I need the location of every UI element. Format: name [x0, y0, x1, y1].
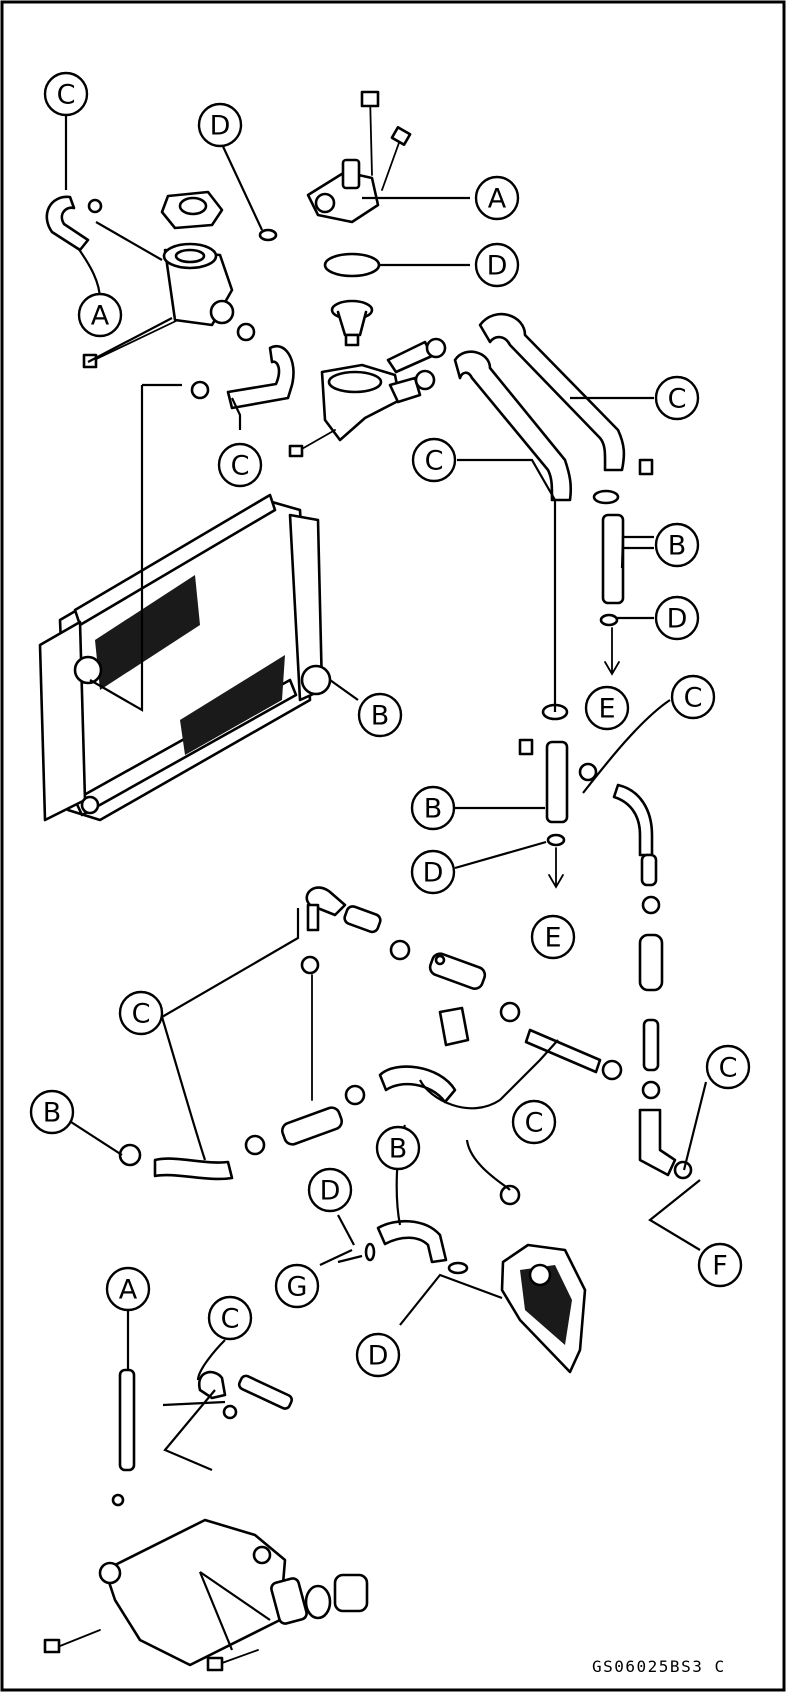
thermostat-hose-clamp-2: [414, 369, 436, 391]
pipe-middle: [518, 703, 598, 889]
hose-lower-left: [153, 1157, 234, 1181]
reference-code: GS06025BS3 C: [592, 1657, 726, 1676]
clamp-lower-left: [118, 1143, 142, 1167]
parts: [38, 90, 693, 1672]
callout-circle: A: [105, 1266, 151, 1312]
callout-label: B: [371, 701, 390, 732]
hose-upper-left: [45, 195, 90, 252]
callout-label: D: [320, 1176, 341, 1207]
callout-label: D: [423, 858, 444, 889]
callout-label: G: [287, 1272, 308, 1303]
callout-label: B: [43, 1098, 62, 1129]
callout-circle: D: [654, 595, 700, 641]
callouts: C D A D A C C C B D B E C B D E C B C C …: [29, 71, 751, 1378]
callout-label: C: [525, 1108, 544, 1139]
callout-label: C: [231, 451, 250, 482]
callout-circle: D: [474, 242, 520, 288]
pipe-upper-right: [592, 458, 654, 676]
callout-label: D: [667, 604, 688, 635]
radiator-cap: [160, 190, 224, 230]
callout-circle: F: [697, 1242, 743, 1288]
callout-circle: D: [355, 1332, 401, 1378]
callout-circle: D: [410, 849, 456, 895]
bent-pipe-lower: [376, 1219, 448, 1264]
callout-circle: B: [375, 1125, 421, 1171]
callout-label: C: [221, 1304, 240, 1335]
radiator: [38, 493, 332, 822]
filler-neck: [162, 242, 235, 327]
thermostat: [330, 299, 374, 347]
o-ring-g: [364, 1242, 376, 1262]
callout-label: D: [210, 111, 231, 142]
callout-circle: D: [197, 102, 243, 148]
callout-circle: C: [118, 990, 164, 1036]
callout-label: E: [544, 923, 561, 954]
callout-label: C: [425, 446, 444, 477]
callout-circle: B: [357, 692, 403, 738]
callout-label: D: [368, 1341, 389, 1372]
callout-label: C: [668, 384, 687, 415]
callout-circle: B: [410, 785, 456, 831]
small-clamp-filler: [236, 322, 256, 342]
thermostat-housing-cover: [306, 90, 412, 224]
hose-assembly-middle: [244, 886, 623, 1206]
callout-label: C: [719, 1053, 738, 1084]
callout-label: A: [91, 301, 110, 332]
leader-lines: [64, 115, 708, 1651]
callout-label: C: [132, 999, 151, 1030]
callout-circle: C: [670, 674, 716, 720]
callout-label: B: [389, 1134, 408, 1165]
hose-filler-outlet: [226, 345, 295, 410]
o-ring-top: [258, 228, 278, 242]
large-o-ring: [323, 252, 381, 278]
hose-chain-right: [612, 783, 693, 1180]
callout-label: F: [712, 1251, 728, 1282]
bolt-filler-left: [89, 319, 179, 363]
callout-label: D: [487, 251, 508, 282]
callout-circle: B: [29, 1089, 75, 1135]
o-ring-lower: [447, 1261, 469, 1275]
callout-circle: C: [511, 1099, 557, 1145]
callout-circle: C: [654, 375, 700, 421]
callout-circle: C: [217, 442, 263, 488]
callout-label: C: [57, 80, 76, 111]
thermostat-housing: [288, 340, 434, 458]
callout-circle: C: [43, 71, 89, 117]
callout-label: C: [684, 683, 703, 714]
hose-long-left: [453, 350, 573, 502]
hose-long-right: [478, 312, 626, 472]
water-pump-cover: [500, 1243, 587, 1374]
callout-circle: E: [530, 914, 576, 960]
hose-clamp-upper-left: [87, 198, 103, 214]
callout-label: E: [598, 694, 615, 725]
callout-circle: C: [705, 1044, 751, 1090]
callout-label: A: [488, 184, 507, 215]
callout-circle: E: [584, 685, 630, 731]
callout-circle: A: [474, 175, 520, 221]
callout-circle: B: [654, 522, 700, 568]
callout-label: B: [668, 531, 687, 562]
callout-circle: C: [207, 1295, 253, 1341]
callout-circle: A: [77, 292, 123, 338]
reserve-tank: [43, 1368, 369, 1672]
callout-circle: D: [307, 1167, 353, 1213]
thermostat-hose-clamp-1: [425, 337, 447, 359]
callout-circle: C: [411, 437, 457, 483]
callout-label: B: [424, 794, 443, 825]
callout-label: A: [119, 1275, 138, 1306]
callout-circle: G: [274, 1263, 320, 1309]
clamp-filler-left: [190, 380, 210, 400]
